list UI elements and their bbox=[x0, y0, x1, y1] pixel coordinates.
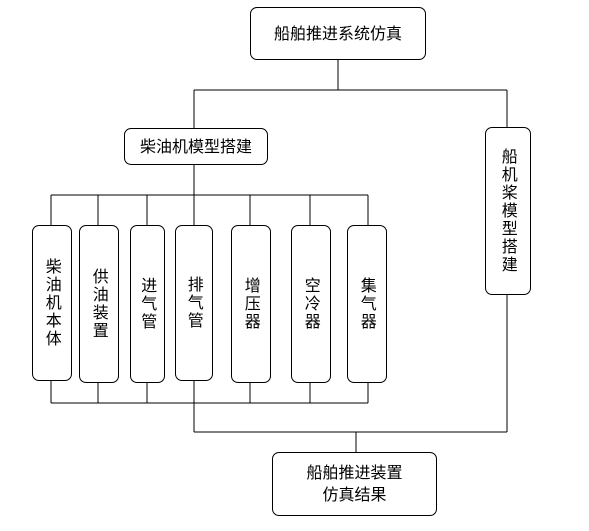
diesel-model-label: 柴油机模型搭建 bbox=[139, 136, 252, 156]
result-label: 船舶推进装置仿真结果 bbox=[306, 463, 403, 504]
component-label: 柴油机本体 bbox=[42, 258, 62, 348]
component-label: 增压器 bbox=[241, 277, 261, 331]
root-node: 船舶推进系统仿真 bbox=[250, 7, 426, 60]
component-node-3: 进气管 bbox=[130, 225, 165, 383]
component-label: 排气管 bbox=[184, 276, 204, 330]
result-node: 船舶推进装置仿真结果 bbox=[272, 452, 437, 516]
propeller-model-node: 船机桨模型搭建 bbox=[485, 127, 531, 295]
diesel-model-node: 柴油机模型搭建 bbox=[124, 128, 268, 165]
component-node-5: 增压器 bbox=[231, 225, 271, 383]
component-label: 供油装置 bbox=[89, 268, 109, 340]
component-node-2: 供油装置 bbox=[79, 225, 119, 383]
propeller-model-label: 船机桨模型搭建 bbox=[498, 148, 518, 274]
component-label: 集气器 bbox=[357, 277, 377, 331]
component-node-1: 柴油机本体 bbox=[32, 225, 72, 381]
component-node-4: 排气管 bbox=[175, 225, 213, 381]
component-label: 空冷器 bbox=[301, 277, 321, 331]
component-node-6: 空冷器 bbox=[291, 225, 331, 383]
component-label: 进气管 bbox=[138, 277, 158, 331]
component-node-7: 集气器 bbox=[347, 225, 387, 383]
root-label: 船舶推进系统仿真 bbox=[273, 23, 402, 43]
